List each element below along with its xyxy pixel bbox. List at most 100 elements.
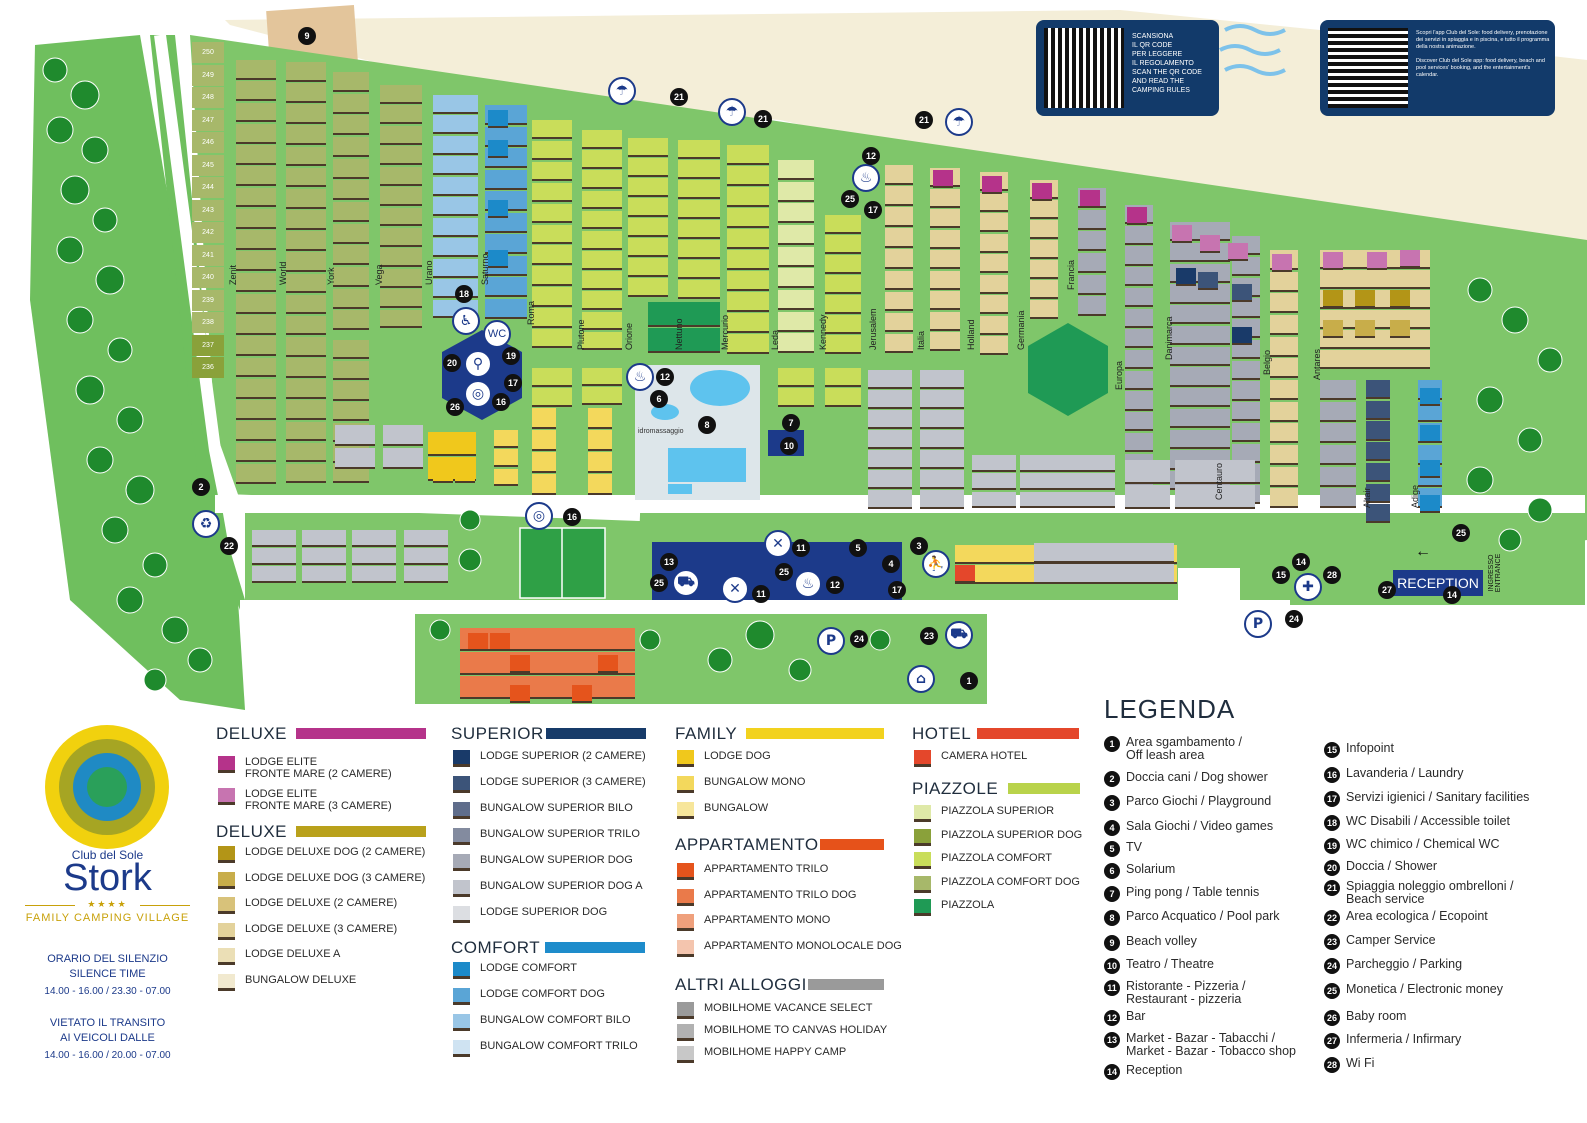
plot-lot[interactable] <box>1030 280 1058 299</box>
plot-lot[interactable] <box>1270 445 1298 466</box>
plot-lot[interactable] <box>485 169 527 190</box>
plot-lot[interactable] <box>885 186 913 206</box>
plot-lot[interactable] <box>333 158 369 179</box>
plot-lot[interactable] <box>236 272 276 293</box>
plot-lot[interactable] <box>1366 421 1390 441</box>
map-number-marker[interactable]: 26 <box>446 398 464 416</box>
plot-lot[interactable] <box>1270 466 1298 487</box>
plot-lot[interactable] <box>333 464 369 484</box>
plot-lot[interactable] <box>1232 256 1260 277</box>
plot-lot[interactable] <box>352 566 396 583</box>
plot-lot[interactable] <box>1366 400 1390 420</box>
plot-lot[interactable] <box>286 442 326 463</box>
map-number-marker[interactable]: 25 <box>650 574 668 592</box>
plot-lot[interactable] <box>678 280 720 299</box>
plot-lot[interactable] <box>286 62 326 82</box>
accommodation-lot[interactable] <box>933 170 953 188</box>
plot-lot[interactable] <box>930 291 960 311</box>
plot-lot[interactable] <box>727 250 769 270</box>
plot-lot[interactable] <box>1320 488 1356 509</box>
plot-lot[interactable] <box>972 473 1016 491</box>
plot-lot[interactable] <box>333 137 369 158</box>
plot-lot[interactable] <box>980 192 1008 212</box>
plot-lot[interactable] <box>1232 402 1260 422</box>
accommodation-lot[interactable] <box>1272 254 1292 272</box>
plot-lot[interactable] <box>1125 225 1153 245</box>
plot-lot[interactable] <box>930 209 960 229</box>
plot-lot[interactable] <box>582 291 622 311</box>
plot-lot[interactable] <box>236 400 276 420</box>
plot-lot[interactable] <box>628 198 668 217</box>
map-number-marker[interactable]: 24 <box>850 630 868 648</box>
plot-lot[interactable] <box>404 530 448 547</box>
plot-lot[interactable] <box>286 231 326 251</box>
plot-lot[interactable] <box>1270 380 1298 401</box>
plot-lot[interactable] <box>236 293 276 314</box>
plot-lot[interactable] <box>1170 346 1230 366</box>
plot-lot[interactable] <box>825 295 861 314</box>
accommodation-lot[interactable] <box>1323 320 1343 338</box>
plot-lot[interactable] <box>380 227 422 247</box>
accommodation-lot[interactable] <box>488 250 508 268</box>
plot-lot[interactable] <box>588 408 612 429</box>
plot-lot[interactable] <box>1020 455 1115 472</box>
plot-lot[interactable] <box>333 310 369 331</box>
plot-lot[interactable] <box>1078 231 1106 252</box>
plot-lot[interactable]: 245 <box>192 154 224 176</box>
plot-lot[interactable] <box>333 115 369 136</box>
plot-lot[interactable] <box>1320 445 1356 466</box>
plot-lot[interactable] <box>1418 401 1442 422</box>
plot-lot[interactable]: 236 <box>192 357 224 378</box>
accommodation-lot[interactable] <box>1367 252 1387 270</box>
plot-lot[interactable] <box>1232 298 1260 318</box>
accommodation-lot[interactable] <box>982 176 1002 194</box>
plot-lot[interactable] <box>380 187 422 206</box>
plot-lot[interactable] <box>380 268 422 288</box>
plot-lot[interactable] <box>532 329 572 349</box>
plot-lot[interactable] <box>286 294 326 315</box>
plot-lot[interactable] <box>778 333 814 354</box>
plot-lot[interactable] <box>1270 315 1298 336</box>
plot-lot[interactable] <box>286 167 326 188</box>
plot-lot[interactable] <box>825 235 861 254</box>
plot-lot[interactable] <box>778 268 814 289</box>
plot-lot[interactable] <box>380 289 422 309</box>
plot-lot[interactable] <box>236 187 276 208</box>
plot-lot[interactable] <box>286 83 326 103</box>
plot-lot[interactable] <box>485 277 527 297</box>
plot-lot[interactable] <box>628 218 668 237</box>
plot-lot[interactable] <box>1170 429 1230 449</box>
plot-lot[interactable] <box>980 295 1008 315</box>
plot-lot[interactable] <box>678 220 720 239</box>
plot-lot[interactable] <box>333 180 369 201</box>
plot-lot[interactable] <box>678 260 720 279</box>
plot-lot[interactable] <box>1320 270 1430 289</box>
plot-lot[interactable] <box>778 160 814 181</box>
plot-lot[interactable] <box>1270 401 1298 422</box>
plot-lot[interactable] <box>1175 485 1255 509</box>
plot-lot[interactable] <box>648 328 720 353</box>
plot-lot[interactable] <box>433 156 478 176</box>
plot-lot[interactable] <box>236 357 276 378</box>
plot-lot[interactable] <box>236 166 276 186</box>
plot-lot[interactable] <box>1125 308 1153 328</box>
accommodation-lot[interactable] <box>510 685 530 703</box>
plot-lot[interactable] <box>678 240 720 259</box>
map-number-marker[interactable]: 25 <box>775 563 793 581</box>
plot-lot[interactable] <box>885 291 913 312</box>
accommodation-lot[interactable] <box>488 110 508 128</box>
plot-lot[interactable] <box>236 421 276 441</box>
plot-lot[interactable] <box>628 178 668 197</box>
plot-lot[interactable] <box>433 95 478 114</box>
plot-lot[interactable] <box>286 421 326 442</box>
accommodation-lot[interactable] <box>1323 290 1343 308</box>
plot-lot[interactable] <box>825 255 861 274</box>
qr-card-app[interactable]: Scopri l'app Club del Sole: food deliver… <box>1320 20 1555 116</box>
plot-lot[interactable] <box>236 81 276 101</box>
plot-lot[interactable] <box>868 450 912 469</box>
plot-lot[interactable] <box>333 402 369 422</box>
plot-lot[interactable] <box>1125 391 1153 411</box>
plot-lot[interactable] <box>252 530 296 547</box>
accommodation-lot[interactable] <box>455 465 475 483</box>
plot-lot[interactable] <box>460 652 635 675</box>
